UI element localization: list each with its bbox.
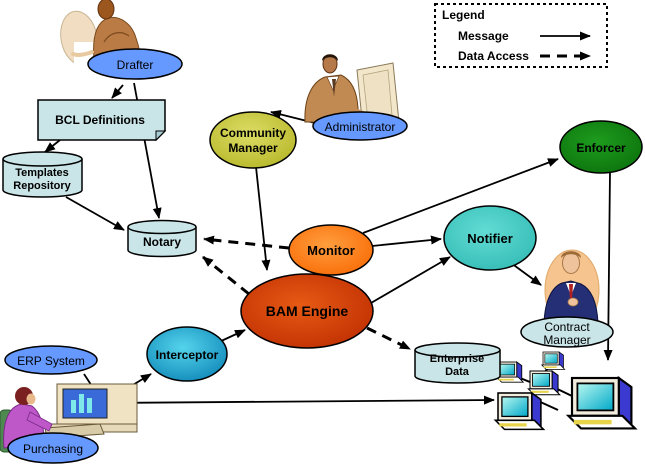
- node-drafter: Drafter: [87, 48, 183, 80]
- monitor-label: Monitor: [307, 243, 355, 258]
- drafter-label: Drafter: [117, 58, 154, 72]
- data-access-edges: [202, 235, 411, 351]
- edge-templates-notary: [65, 196, 125, 231]
- node-purchasing: Purchasing: [7, 432, 99, 464]
- purchasing-label: Purchasing: [23, 442, 83, 456]
- administrator-label: Administrator: [325, 120, 396, 134]
- node-enterprise-data: Enterprise Data: [414, 342, 501, 384]
- edge-bcl-templates: [44, 139, 61, 153]
- edge-interceptor-bam: [218, 329, 246, 343]
- node-enforcer: Enforcer: [559, 120, 643, 174]
- edge-notifier-contract: [510, 262, 542, 286]
- node-administrator: Administrator: [312, 111, 408, 141]
- workstations-clipart: [493, 351, 635, 432]
- edge-bam-notifier: [370, 256, 451, 304]
- edge-monitor-notary-data: [203, 235, 290, 250]
- node-erp-system: ERP System: [4, 345, 98, 375]
- enforcer-label: Enforcer: [576, 141, 626, 155]
- notifier-label: Notifier: [467, 231, 513, 246]
- legend-data-access-label: Data Access: [458, 49, 529, 63]
- node-bam-engine: BAM Engine: [240, 273, 374, 349]
- templates-repository-label-line1: Templates: [15, 167, 69, 179]
- node-notary: Notary: [127, 219, 197, 258]
- community-manager-label-line2: Manager: [228, 141, 278, 155]
- node-notifier: Notifier: [443, 205, 537, 271]
- legend: Legend Message Data Access: [434, 3, 608, 68]
- enterprise-data-label-line1: Enterprise: [430, 353, 484, 365]
- edge-monitor-enforcer: [362, 158, 559, 234]
- node-interceptor: Interceptor: [146, 326, 228, 382]
- node-contract-manager: Contract Manager: [520, 316, 614, 348]
- edge-drafter-bcl: [111, 84, 124, 99]
- edge-community-bam: [255, 166, 271, 271]
- bcl-definitions-label: BCL Definitions: [55, 113, 145, 127]
- edge-monitor-notifier: [371, 235, 442, 247]
- node-templates-repository: Templates Repository: [2, 151, 83, 198]
- bam-engine-label: BAM Engine: [266, 303, 349, 319]
- contract-manager-label-line2: Manager: [543, 333, 590, 347]
- edge-junction-workstations: [102, 395, 495, 405]
- erp-system-label: ERP System: [17, 354, 85, 368]
- edge-bam-notary-data: [202, 255, 250, 296]
- legend-message-label: Message: [458, 29, 509, 43]
- templates-repository-label-line2: Repository: [13, 180, 71, 192]
- legend-title: Legend: [442, 8, 485, 22]
- community-manager-label-line1: Community: [220, 126, 286, 140]
- edge-bam-enterprise-data: [366, 326, 411, 351]
- interceptor-label: Interceptor: [156, 348, 219, 362]
- node-bcl-definitions: BCL Definitions: [37, 99, 167, 142]
- enterprise-data-label-line2: Data: [445, 366, 470, 378]
- contract-manager-clipart: [543, 249, 600, 331]
- node-community-manager: Community Manager: [209, 111, 297, 169]
- node-monitor: Monitor: [288, 224, 374, 276]
- notary-label: Notary: [143, 235, 181, 249]
- contract-manager-label-line1: Contract: [544, 320, 590, 334]
